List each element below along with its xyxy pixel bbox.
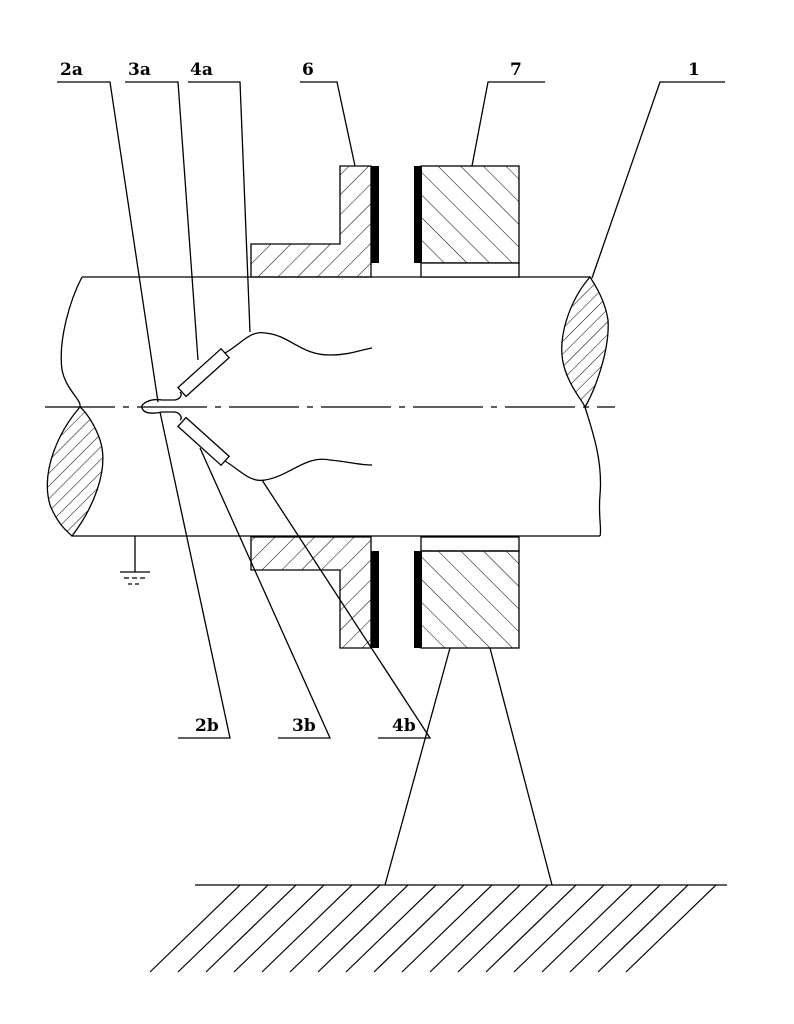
ground-hatch-line xyxy=(234,885,324,972)
label-1: 1 xyxy=(688,60,700,80)
ground-hatch-line xyxy=(626,885,716,972)
label-2b: 2b xyxy=(195,716,219,736)
ground-hatch-line xyxy=(402,885,492,972)
ground-hatch-line xyxy=(150,885,240,972)
ground-hatch-line xyxy=(542,885,632,972)
label-4b: 4b xyxy=(392,716,416,736)
label-3b: 3b xyxy=(292,716,316,736)
ground-hatch-line xyxy=(374,885,464,972)
right-section-hatch xyxy=(562,277,608,407)
ground-hatch-line xyxy=(570,885,660,972)
ground-hatch-line xyxy=(430,885,520,972)
ground-hatch-line xyxy=(178,885,268,972)
ground-hatch-line xyxy=(346,885,436,972)
ground-hatch-line xyxy=(206,885,296,972)
ground-hatch-line xyxy=(262,885,352,972)
ground-hatch-line xyxy=(598,885,688,972)
ground-hatch-line xyxy=(290,885,380,972)
left-section-hatch xyxy=(47,407,103,536)
label-3a: 3a xyxy=(128,60,151,80)
ground-icon xyxy=(120,536,150,584)
label-7: 7 xyxy=(510,60,522,80)
electrode-3a xyxy=(178,349,229,397)
leader-lines xyxy=(57,82,725,738)
support-stand xyxy=(150,648,727,972)
electrode-3b xyxy=(178,418,229,466)
ground-hatch-line xyxy=(514,885,604,972)
ground-hatch-line xyxy=(486,885,576,972)
label-4a: 4a xyxy=(190,60,213,80)
label-6: 6 xyxy=(302,60,314,80)
ground-hatch-line xyxy=(458,885,548,972)
shaft xyxy=(45,277,615,536)
ground-hatch-line xyxy=(318,885,408,972)
label-2a: 2a xyxy=(60,60,83,80)
